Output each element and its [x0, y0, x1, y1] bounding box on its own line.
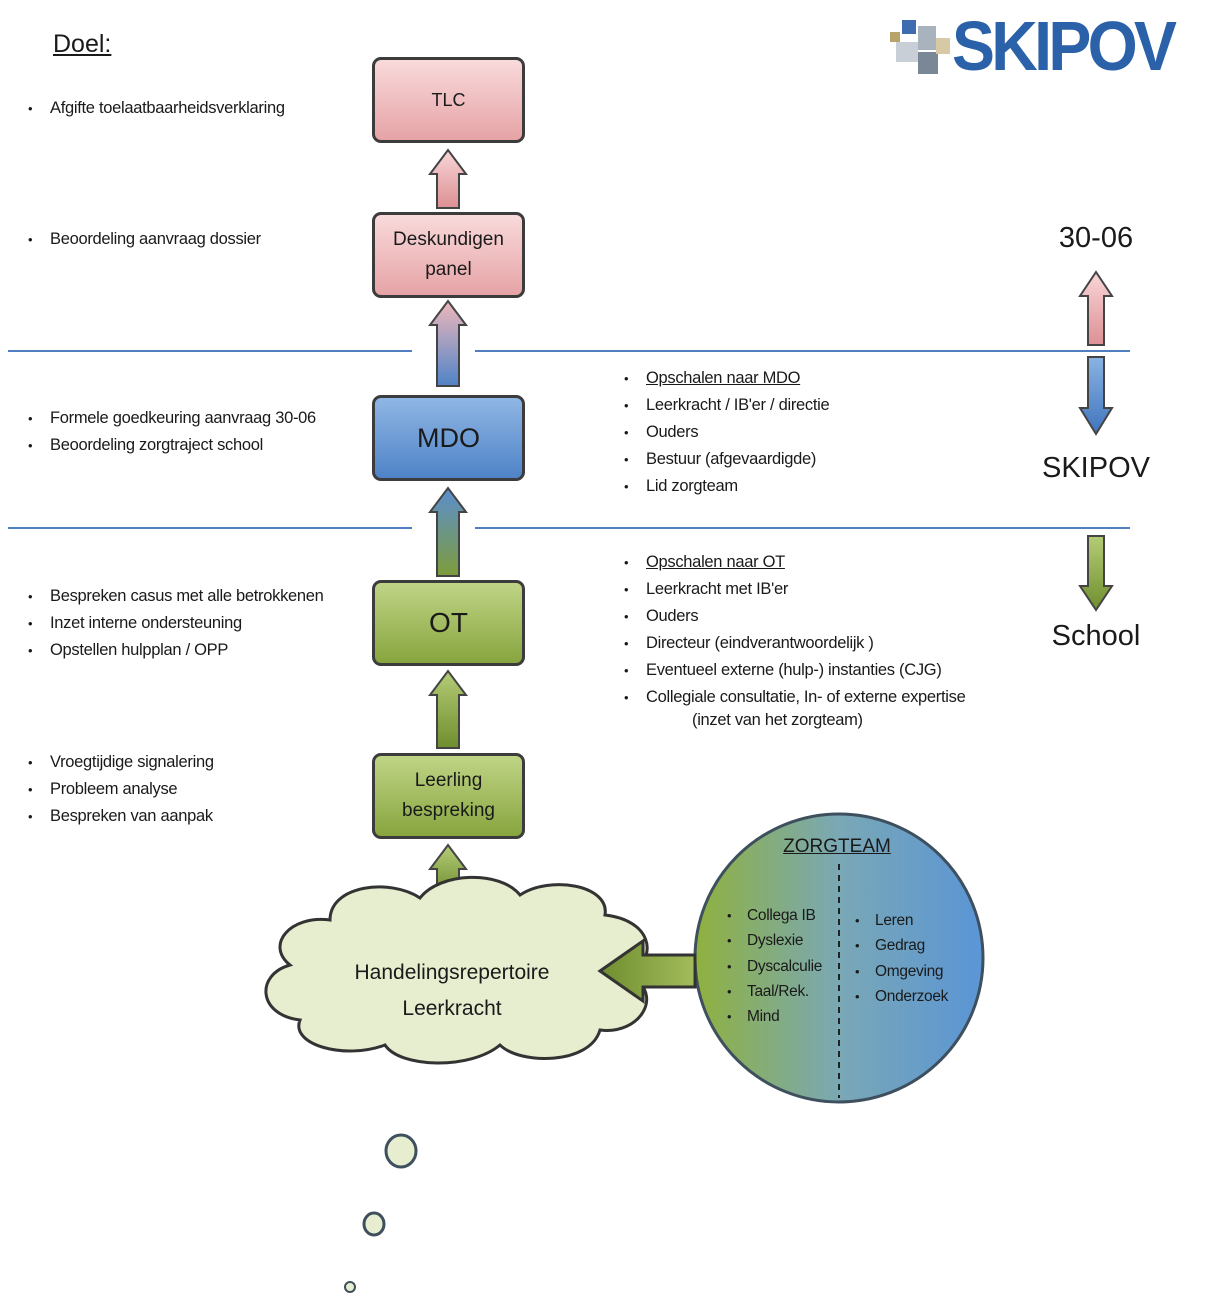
list-item: Ouders	[622, 419, 829, 446]
list-item: Leren	[855, 908, 948, 934]
list-item: Probleem analyse	[26, 776, 214, 803]
list-item: Taal/Rek.	[727, 979, 822, 1005]
list-item: Inzet interne ondersteuning	[26, 610, 324, 637]
list-item: Lid zorgteam	[622, 473, 829, 500]
arrow-up-leerling-ot	[428, 669, 468, 749]
bullets-mdo: Formele goedkeuring aanvraag 30-06 Beoor…	[26, 405, 316, 459]
zorgteam-list-left: Collega IB Dyslexie Dyscalculie Taal/Rek…	[727, 903, 822, 1030]
thought-bubble-small	[344, 1281, 356, 1293]
box-deskundigen-line2: panel	[425, 259, 472, 280]
arrow-down-school-icon	[1078, 535, 1114, 612]
arrow-up-date-icon	[1078, 270, 1114, 346]
list-item: Dyslexie	[727, 928, 822, 954]
box-tlc: TLC	[372, 57, 525, 143]
box-leerling-line2: bespreking	[402, 800, 495, 821]
ot-continuation-text: (inzet van het zorgteam)	[692, 711, 863, 729]
logo-squares-icon	[890, 20, 950, 74]
box-ot-label: OT	[429, 607, 468, 638]
arrow-up-deskundigen-tlc	[428, 148, 468, 209]
list-item: Bespreken van aanpak	[26, 803, 214, 830]
list-item: Bestuur (afgevaardigde)	[622, 446, 829, 473]
bullets-leerling: Vroegtijdige signalering Probleem analys…	[26, 749, 214, 830]
list-item: Ouders	[622, 603, 965, 630]
doel-label: Doel:	[53, 30, 112, 58]
list-item: Gedrag	[855, 933, 948, 959]
box-tlc-label: TLC	[431, 89, 466, 110]
bullets-right-mdo: Opschalen naar MDO Leerkracht / IB'er / …	[622, 365, 830, 500]
list-item: Opschalen naar OT	[622, 549, 965, 576]
zorgteam-list-right: Leren Gedrag Omgeving Onderzoek	[855, 908, 948, 1009]
box-ot: OT	[372, 580, 525, 666]
box-mdo: MDO	[372, 395, 525, 481]
list-item: Opstellen hulpplan / OPP	[26, 637, 324, 664]
thought-bubble-medium	[362, 1211, 386, 1237]
box-leerling-bespreking: Leerling bespreking	[372, 753, 525, 839]
list-item: Mind	[727, 1004, 822, 1030]
list-item: Leerkracht / IB'er / directie	[622, 392, 830, 419]
arrow-down-skipov-icon	[1078, 356, 1114, 436]
list-item: Dyscalculie	[727, 954, 822, 980]
list-item: Beoordeling zorgtraject school	[26, 432, 316, 459]
skipov-label: SKIPOV	[1042, 452, 1150, 484]
school-label: School	[1051, 620, 1141, 652]
list-item: Collegiale consultatie, In- of externe e…	[622, 684, 966, 711]
list-item: Directeur (eindverantwoordelijk )	[622, 630, 965, 657]
list-item: Opschalen naar MDO	[622, 365, 829, 392]
list-item: Omgeving	[855, 959, 948, 985]
bullets-tlc: Afgifte toelaatbaarheidsverklaring	[26, 95, 285, 122]
arrow-up-ot-mdo	[428, 486, 468, 577]
skipov-logo: SKIPOV	[888, 7, 1206, 88]
cloud-line2: Leerkracht	[402, 997, 502, 1020]
list-item: Bespreken casus met alle betrokkenen	[26, 583, 324, 610]
list-item: Leerkracht met IB'er	[622, 576, 965, 603]
bullets-right-ot: Opschalen naar OT Leerkracht met IB'er O…	[622, 549, 966, 711]
logo-text: SKIPOV	[952, 7, 1177, 85]
bullets-deskundigen: Beoordeling aanvraag dossier	[26, 226, 261, 253]
bullets-ot: Bespreken casus met alle betrokkenen Inz…	[26, 583, 324, 664]
box-mdo-label: MDO	[417, 422, 480, 453]
box-deskundigen-line1: Deskundigen	[393, 229, 504, 250]
list-item: Onderzoek	[855, 984, 948, 1010]
cloud-shape	[264, 875, 649, 1065]
arrow-up-mdo-deskundigen	[428, 299, 468, 387]
zorgteam-title: ZORGTEAM	[783, 836, 891, 857]
list-item: Eventueel externe (hulp-) instanties (CJ…	[622, 657, 965, 684]
box-leerling-line1: Leerling	[414, 770, 483, 791]
cloud-line1: Handelingsrepertoire	[354, 961, 550, 984]
arrow-left-zorgteam-icon	[597, 938, 697, 1004]
list-item: Afgifte toelaatbaarheidsverklaring	[26, 95, 285, 122]
list-item: Formele goedkeuring aanvraag 30-06	[26, 405, 316, 432]
box-deskundigen-panel: Deskundigen panel	[372, 212, 525, 298]
thought-bubble-large	[384, 1133, 418, 1169]
cloud-label: Handelingsrepertoire Leerkracht	[322, 955, 582, 1027]
date-label: 30-06	[1058, 222, 1134, 254]
list-item: Collega IB	[727, 903, 822, 929]
list-item: Vroegtijdige signalering	[26, 749, 214, 776]
list-item: Beoordeling aanvraag dossier	[26, 226, 261, 253]
